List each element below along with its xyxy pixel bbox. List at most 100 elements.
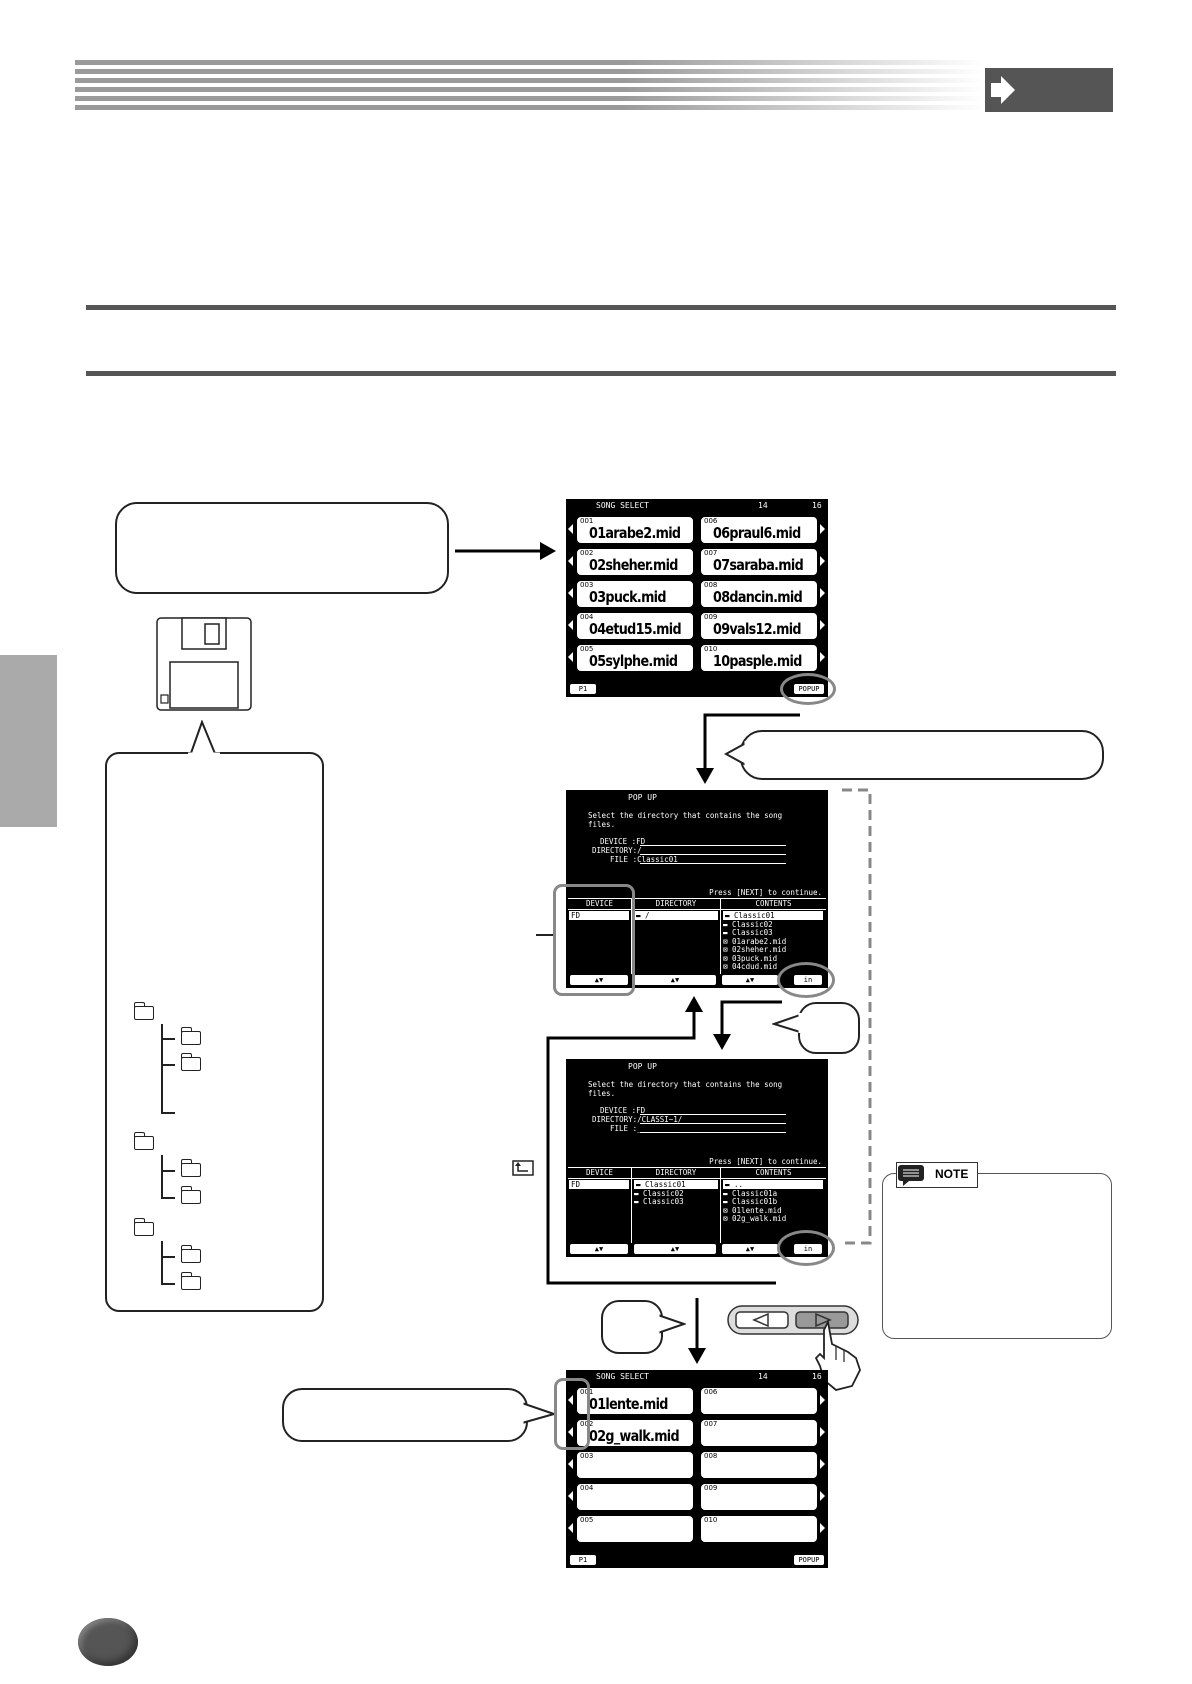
song-number: 006 <box>704 517 718 525</box>
right-select-arrow-icon[interactable] <box>820 1427 825 1437</box>
contents-scroll-button[interactable]: ▲▼ <box>722 1244 778 1254</box>
list-item[interactable]: ▬ / <box>634 911 718 920</box>
folder-icon <box>133 1132 154 1150</box>
left-select-arrow-icon[interactable] <box>568 1395 573 1405</box>
song-cell[interactable]: 006 <box>700 1387 818 1415</box>
note-icon <box>898 1165 924 1186</box>
popup-title: POP UP <box>628 1062 657 1071</box>
folder-icon <box>180 1159 201 1177</box>
left-select-arrow-icon[interactable] <box>568 1459 573 1469</box>
popup-instruction: Select the directory that contains the s… <box>588 1080 783 1098</box>
up-folder-icon <box>512 1160 534 1176</box>
right-select-arrow-icon[interactable] <box>820 556 825 566</box>
right-select-arrow-icon[interactable] <box>820 620 825 630</box>
list-item[interactable]: ▬ Classic02 <box>634 1188 684 1198</box>
list-item[interactable]: ▬ Classic01 <box>634 1180 718 1189</box>
list-item[interactable]: ▬ Classic02 <box>723 919 773 929</box>
header-value: 14 <box>758 501 768 510</box>
list-item[interactable]: ⊠ 03puck.mid <box>723 953 778 963</box>
file-label: FILE : <box>610 1124 638 1133</box>
page-tab-p1[interactable]: P1 <box>570 1555 596 1565</box>
song-number: 002 <box>580 549 594 557</box>
header-value: 16 <box>812 501 822 510</box>
col-device: DEVICE <box>568 899 631 910</box>
left-select-arrow-icon[interactable] <box>568 524 573 534</box>
list-item[interactable]: FD <box>569 911 629 920</box>
song-cell[interactable]: 004 <box>576 1483 694 1511</box>
list-item[interactable]: ▬ Classic01 <box>723 911 823 920</box>
list-item[interactable]: ▬ Classic01a <box>723 1188 778 1198</box>
song-cell[interactable]: 010 <box>700 1515 818 1543</box>
song-number: 009 <box>704 1484 718 1492</box>
song-cell[interactable]: 008 <box>700 1451 818 1479</box>
note-label: NOTE <box>935 1167 969 1181</box>
right-select-arrow-icon[interactable] <box>820 524 825 534</box>
popup-lists: DEVICE DIRECTORY CONTENTS FD ▬ / ▬ Class… <box>568 898 826 974</box>
device-scroll-button[interactable]: ▲▼ <box>570 975 628 985</box>
left-select-arrow-icon[interactable] <box>568 588 573 598</box>
right-select-arrow-icon[interactable] <box>820 1459 825 1469</box>
song-name: 01arabe2.mid <box>589 524 681 542</box>
left-select-arrow-icon[interactable] <box>568 652 573 662</box>
directory-scroll-button[interactable]: ▲▼ <box>634 975 716 985</box>
song-cell[interactable]: 003 <box>576 1451 694 1479</box>
list-item[interactable]: ⊠ 02sheher.mid <box>723 945 787 954</box>
list-item[interactable]: ⊠ 01arabe2.mid <box>723 936 787 946</box>
callout-press-popup <box>740 730 1104 780</box>
left-select-arrow-icon[interactable] <box>568 1523 573 1533</box>
popup-button[interactable]: POPUP <box>794 1555 824 1565</box>
folder-icon <box>180 1272 201 1290</box>
list-item[interactable]: ⊠ 04cdud.mid <box>723 962 778 971</box>
list-item[interactable]: ⊠ 01lente.mid <box>723 1205 782 1215</box>
col-contents: CONTENTS <box>721 1168 826 1179</box>
note-header: NOTE <box>896 1162 978 1188</box>
press-next-text: Press [NEXT] to continue. <box>709 888 822 897</box>
song-number: 006 <box>704 1388 718 1396</box>
floppy-disk-icon <box>156 617 252 711</box>
left-select-arrow-icon[interactable] <box>568 556 573 566</box>
list-item[interactable]: FD <box>569 1180 629 1189</box>
left-select-arrow-icon[interactable] <box>568 620 573 630</box>
list-item[interactable]: ▬ Classic03 <box>723 928 773 937</box>
left-select-arrow-icon[interactable] <box>568 1427 573 1437</box>
page-tab-p1[interactable]: P1 <box>570 684 596 694</box>
song-cell[interactable]: 007 <box>700 1419 818 1447</box>
device-scroll-button[interactable]: ▲▼ <box>570 1244 628 1254</box>
song-number: 002 <box>580 1420 594 1428</box>
right-select-arrow-icon[interactable] <box>820 1395 825 1405</box>
song-number: 004 <box>580 1484 594 1492</box>
left-select-arrow-icon[interactable] <box>568 1491 573 1501</box>
list-item[interactable]: ▬ .. <box>723 1180 823 1189</box>
contents-scroll-button[interactable]: ▲▼ <box>722 975 778 985</box>
list-item[interactable]: ⊠ 02g_walk.mid <box>723 1214 787 1223</box>
song-name: 10pasple.mid <box>713 652 802 670</box>
right-select-arrow-icon[interactable] <box>820 652 825 662</box>
device-value: FD <box>636 837 646 846</box>
song-cell[interactable]: 009 <box>700 1483 818 1511</box>
right-select-arrow-icon[interactable] <box>820 1491 825 1501</box>
song-name: 02sheher.mid <box>589 556 678 574</box>
list-item[interactable]: ▬ Classic01b <box>723 1197 778 1206</box>
callout-small-2 <box>601 1300 663 1354</box>
right-select-arrow-icon[interactable] <box>820 588 825 598</box>
song-number: 005 <box>580 645 594 653</box>
list-item[interactable]: ▬ Classic03 <box>634 1197 684 1206</box>
song-cell[interactable]: 005 <box>576 1515 694 1543</box>
right-select-arrow-icon[interactable] <box>820 1523 825 1533</box>
directory-scroll-button[interactable]: ▲▼ <box>634 1244 716 1254</box>
song-name: 09vals12.mid <box>713 620 802 638</box>
col-device: DEVICE <box>568 1168 631 1179</box>
